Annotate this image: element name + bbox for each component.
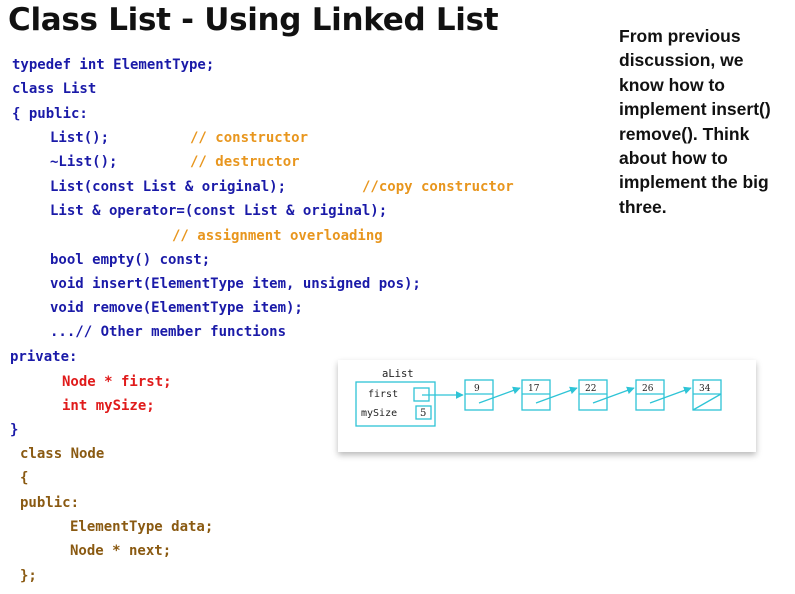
- list-node: 17: [521, 379, 578, 411]
- null-pointer-slash: [692, 393, 722, 411]
- code-first-member: Node * first;: [62, 374, 172, 390]
- mysize-value: 5: [420, 408, 426, 419]
- node-value: 26: [642, 384, 654, 394]
- node-value: 34: [699, 384, 711, 394]
- first-label: first: [368, 389, 398, 400]
- code-assignment-comment: // assignment overloading: [172, 228, 383, 244]
- code-public-open: { public:: [12, 106, 88, 122]
- page-title: Class List - Using Linked List: [8, 2, 499, 38]
- linked-list-diagram: aList first mySize 5 9 17: [338, 360, 756, 452]
- list-node: 22: [578, 379, 635, 411]
- code-node-public: public:: [20, 495, 80, 511]
- list-node: 26: [635, 379, 692, 411]
- code-insert: void insert(ElementType item, unsigned p…: [50, 276, 421, 292]
- code-node-data: ElementType data;: [70, 519, 214, 535]
- node-value: 17: [528, 384, 540, 394]
- node-value: 9: [474, 384, 480, 394]
- code-constructor-comment: // constructor: [190, 130, 309, 146]
- alist-label: aList: [382, 368, 414, 380]
- code-class-decl: class List: [12, 81, 97, 97]
- code-mysize-member: int mySize;: [62, 398, 155, 414]
- node-value: 22: [585, 384, 596, 394]
- code-destructor: ~List();: [50, 154, 118, 170]
- next-arrow: [535, 386, 578, 404]
- code-constructor: List();: [50, 130, 110, 146]
- code-node-close: };: [20, 568, 37, 584]
- code-empty: bool empty() const;: [50, 252, 211, 268]
- code-copy-constructor-comment: //copy constructor: [362, 179, 514, 195]
- list-node: 9: [464, 379, 521, 411]
- code-node-class: class Node: [20, 446, 105, 462]
- side-note: From previous discussion, we know how to…: [619, 26, 771, 217]
- code-typedef: typedef int ElementType;: [12, 57, 215, 73]
- next-arrow: [649, 386, 692, 404]
- code-private: private:: [10, 349, 78, 365]
- list-node: 34: [692, 379, 722, 411]
- linked-list-figure: aList first mySize 5 9 17: [355, 368, 722, 427]
- code-other-members: ...// Other member functions: [50, 324, 287, 340]
- code-assignment-operator: List & operator=(const List & original);: [50, 203, 388, 219]
- alist-box: [355, 381, 436, 427]
- code-node-open: {: [20, 470, 29, 486]
- code-copy-constructor: List(const List & original);: [50, 179, 287, 195]
- code-destructor-comment: // destructor: [190, 154, 300, 170]
- next-arrow: [478, 386, 521, 404]
- code-remove: void remove(ElementType item);: [50, 300, 303, 316]
- code-close-brace: }: [10, 422, 19, 438]
- next-arrow: [592, 386, 635, 404]
- mysize-box: [415, 405, 432, 420]
- code-node-next: Node * next;: [70, 543, 172, 559]
- mysize-label: mySize: [361, 408, 397, 419]
- code-block: typedef int ElementType; class List { pu…: [0, 0, 514, 594]
